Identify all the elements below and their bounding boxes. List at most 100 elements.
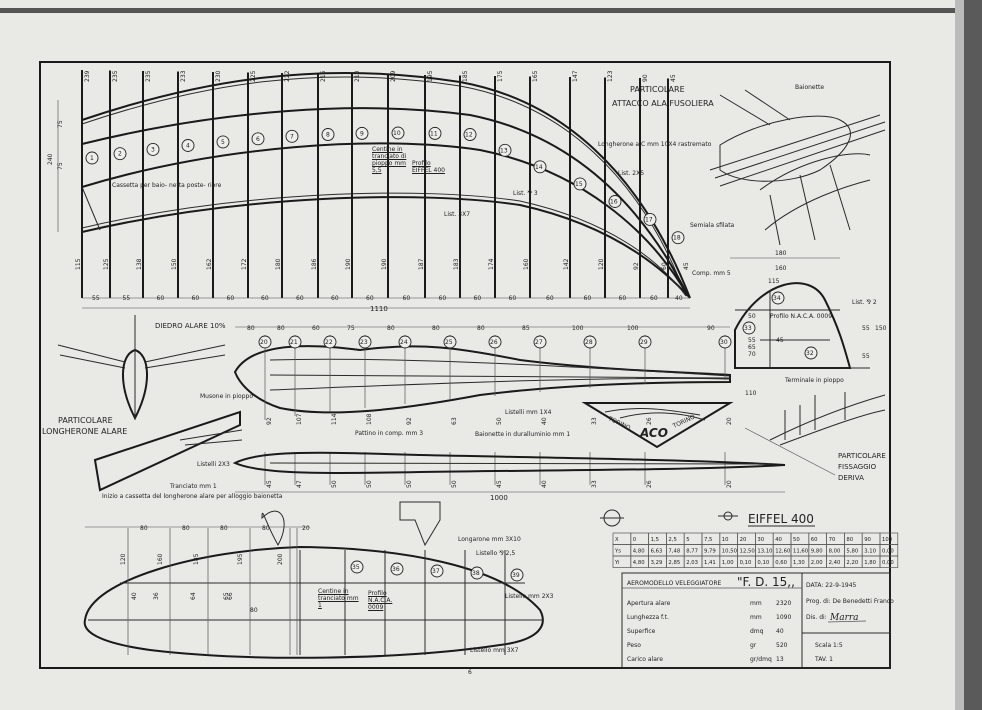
note-cassetta: Cassetta per baio- netta poste- riore [112,182,222,189]
former-spacing-dim: 100 [572,325,584,332]
stab-rib-marker [470,566,484,580]
chord-dim: 142 [563,258,570,270]
rib-number: 1 [90,155,94,162]
chord-dim: 60 [661,262,668,270]
svg-text:70: 70 [748,351,756,358]
former-spacing-dim: 80 [387,325,395,332]
table-cell-text: 12,60 [775,549,791,555]
rib-number-marker [428,126,442,140]
former-spacing-dim: 75 [347,325,355,332]
spacing-dim: 60 [584,295,592,302]
former-number: 29 [640,339,648,346]
former-height-dim: 26 [646,417,653,425]
table-cell-text: 40 [775,537,782,543]
stab-rib-number: 38 [472,570,480,577]
spacing-dim: 60 [474,295,482,302]
rib-height-dim: 230 [215,70,222,82]
table-cell-text: 70 [829,537,836,543]
svg-text:32: 32 [806,350,814,357]
rib-height-dim: 233 [180,70,187,82]
spacing-dim: 60 [261,295,269,302]
chord-dim: 180 [275,258,282,270]
svg-text:TORINO: TORINO [606,415,631,432]
chord-dim: 174 [488,258,495,270]
rib-number-marker [85,151,99,165]
spacing-dim: 40 [675,295,683,302]
fuselage-side-view: 2080924521801074722601145023751085024809… [200,325,733,488]
spacing-dim: 60 [331,295,339,302]
stab-height-dim: 36 [153,592,160,600]
svg-text:45: 45 [776,337,784,344]
former-spacing-dim: 85 [522,325,530,332]
stab-height-dim: 120 [120,553,127,565]
spec-label: Carico alare [627,656,663,663]
rib-number-marker [498,143,512,157]
rib-number: 14 [535,164,543,171]
table-cell-text: 9,79 [704,549,716,555]
svg-text:PARTICOLARE: PARTICOLARE [630,85,685,94]
svg-text:180: 180 [775,250,787,257]
spacing-dim: 60 [650,295,658,302]
table-cell-text: 50 [793,537,800,543]
svg-text:FISSAGGIO: FISSAGGIO [838,463,877,471]
spec-value: 40 [776,628,784,635]
former-number: 20 [260,339,268,346]
former-width-dim: 45 [496,480,503,488]
rib-number-marker [573,177,587,191]
table-cell-text: 0,10 [740,560,752,566]
table-cell-text: 7,48 [668,549,680,555]
table-cell-text: 90 [864,537,871,543]
svg-text:Profilo N.A.C.A. 0009: Profilo N.A.C.A. 0009 [770,313,832,320]
rib-number: 13 [500,147,508,154]
svg-text:110: 110 [745,390,757,397]
chord-dim: 45 [683,262,690,270]
rib-height-dim: 90 [642,74,649,82]
span-dim: 1110 [370,305,388,313]
stab-rib-marker [390,562,404,576]
former-width-dim: 47 [296,480,303,488]
spec-unit: mm [750,600,762,607]
former-height-dim: 33 [591,417,598,425]
table-cell-text: 60 [811,537,818,543]
former-spacing-dim: 80 [277,325,285,332]
table-cell-text: Yi [614,560,620,566]
table-cell-text: 2,20 [846,560,858,566]
svg-text:ATTACCO ALA FUSOLIERA: ATTACCO ALA FUSOLIERA [612,99,714,108]
former-width-dim: 50 [451,480,458,488]
rib-number: 9 [360,130,364,137]
rib-height-dim: 195 [427,70,434,82]
table-cell-text: 5 [686,537,689,543]
table-cell-text: 9,80 [811,549,823,555]
stab-spacing-dim: 80 [262,525,270,532]
rib-number-marker [608,195,622,208]
spec-value: 520 [776,642,788,649]
table-cell [879,555,899,568]
stab-height-dim: 200 [277,553,284,565]
spec-unit: dmq [750,628,764,635]
former-height-dim: 20 [726,417,733,425]
table-cell-text: 2,03 [686,560,698,566]
stab-spacing-dim: 20 [302,525,310,532]
chord-dim: 92 [633,262,640,270]
spacing-dim: 60 [296,295,304,302]
chord-dim: 172 [241,258,248,270]
svg-text:55: 55 [862,325,870,332]
former-spacing-dim: 80 [432,325,440,332]
stab-height-dim: 40 [131,592,138,600]
fin-side-view: 180 160 115 50 55 65 70 45 110 55 55 150… [730,250,887,397]
former-height-dim: 107 [296,413,303,425]
former-height-dim: 92 [266,417,273,425]
table-cell-text: 3,29 [651,560,663,566]
spec-unit: gr [750,642,757,649]
svg-text:160: 160 [775,265,787,272]
svg-text:Listelli 2X3: Listelli 2X3 [197,461,230,468]
chord-dim: 138 [136,258,143,270]
rib-number: 16 [610,199,618,206]
svg-text:Listello ⅋ 2,5: Listello ⅋ 2,5 [476,550,515,557]
rib-number: 17 [645,216,653,223]
svg-text:Listelli mm 1X4: Listelli mm 1X4 [505,409,552,416]
spec-unit: mm [750,614,762,621]
